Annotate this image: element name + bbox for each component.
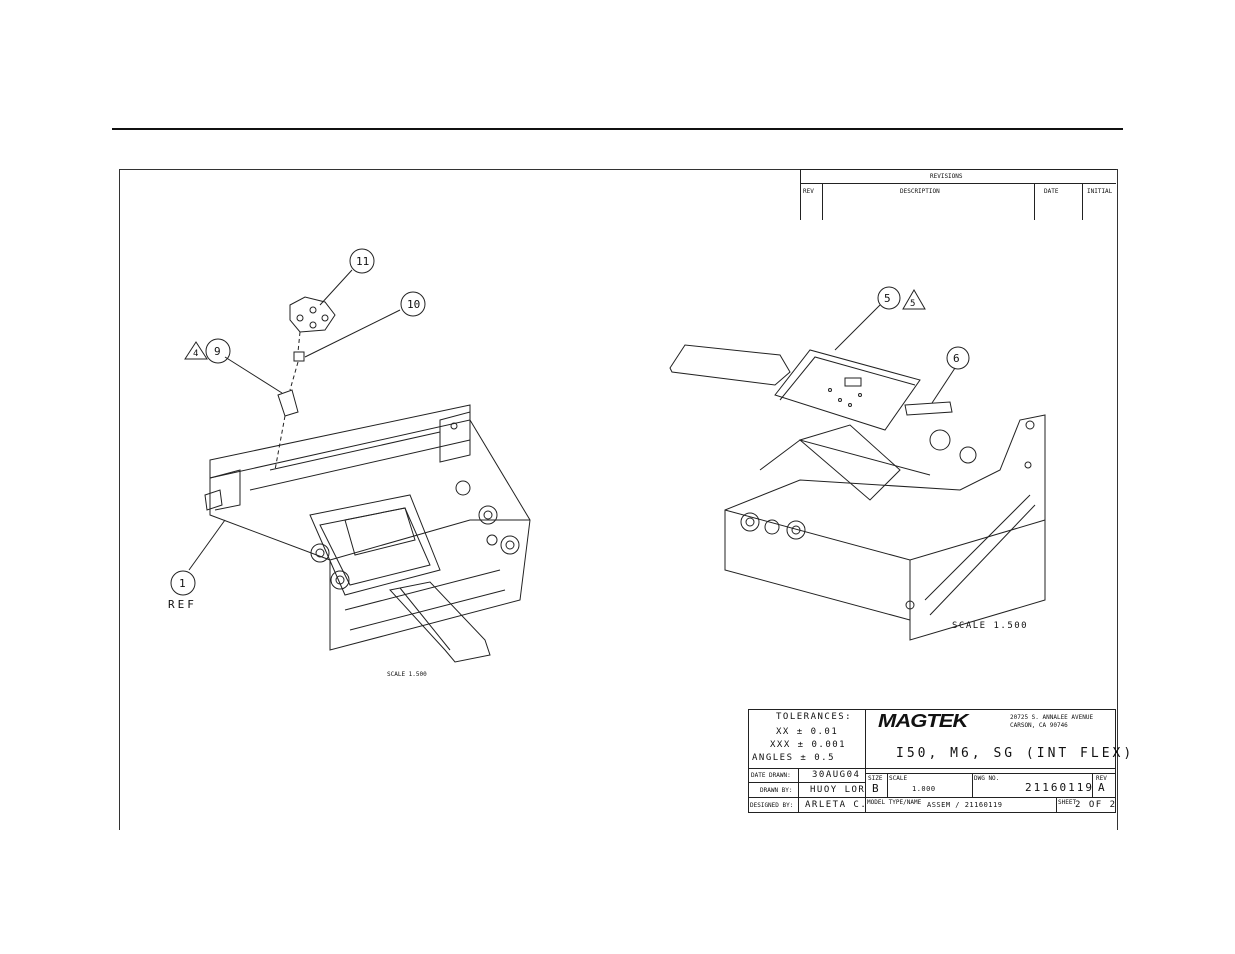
model-label: MODEL TYPE/NAME (867, 799, 922, 806)
tolerance-xx: XX ± 0.01 (776, 727, 839, 737)
balloon-1 (170, 570, 196, 596)
revisions-col-rev: REV (803, 188, 814, 195)
drawing-sheet (119, 169, 1118, 830)
tolerances-title: TOLERANCES: (776, 712, 853, 722)
flag-5: 5 (910, 299, 915, 309)
sheet-value: 2 OF 2 (1075, 800, 1117, 810)
callout-9: 9 (214, 345, 221, 358)
balloon-11 (349, 248, 375, 274)
right-head-assembly (774, 349, 921, 431)
flag-4: 4 (193, 349, 198, 359)
designed-by-label: DESIGNED BY: (750, 802, 794, 809)
left-part-10 (293, 351, 305, 362)
date-drawn: 30AUG04 (812, 770, 861, 780)
drawn-by: HUOY LOR (810, 785, 866, 795)
drawn-by-label: DRAWN BY: (760, 787, 793, 794)
rev-label: REV (1096, 775, 1107, 782)
callout-1: 1 (179, 577, 186, 590)
revisions-col-date: DATE (1044, 188, 1059, 195)
model-value: ASSEM / 21160119 (927, 801, 1003, 809)
callout-11: 11 (356, 255, 369, 268)
revisions-col-initial: INITIAL (1087, 188, 1113, 195)
callout-10: 10 (407, 298, 420, 311)
page-header-rule (112, 128, 1123, 130)
balloon-5 (877, 286, 901, 310)
callout-6: 6 (953, 352, 960, 365)
callout-5: 5 (884, 292, 891, 305)
flag-triangle-4 (184, 341, 208, 360)
left-part-11 (289, 296, 336, 333)
left-flex-cable (389, 581, 491, 663)
rev-value: A (1098, 781, 1107, 794)
address-line-1: 20725 S. ANNALEE AVENUE (1010, 714, 1094, 721)
balloon-9 (205, 338, 231, 364)
right-flex-cable (669, 344, 791, 386)
scale-label: SCALE (889, 775, 908, 782)
callout-1-ref: REF (168, 598, 197, 611)
left-view-scale: SCALE 1.500 (387, 671, 427, 678)
company-logo: MAGTEK (878, 709, 968, 732)
size-value: B (872, 782, 881, 795)
drawing-title: I50, M6, SG (INT FLEX) (896, 746, 1135, 761)
date-drawn-label: DATE DRAWN: (751, 772, 791, 779)
left-card-carrier (309, 494, 441, 596)
right-view-scale: SCALE 1.500 (952, 621, 1029, 631)
designed-by: ARLETA C. (805, 800, 868, 810)
address-line-2: CARSON, CA 90746 (1010, 722, 1068, 729)
revisions-col-description: DESCRIPTION (900, 188, 940, 195)
dwg-no-value: 21160119 (1025, 781, 1094, 794)
size-label: SIZE (868, 775, 883, 782)
tolerance-angles: ANGLES ± 0.5 (752, 753, 836, 763)
left-part-9 (277, 389, 299, 417)
scale-value: 1.000 (912, 785, 936, 793)
revisions-title: REVISIONS (930, 173, 963, 180)
tolerance-xxx: XXX ± 0.001 (770, 740, 847, 750)
balloon-10 (400, 291, 426, 317)
sheet-label: SHEET (1058, 799, 1077, 806)
right-part-6 (904, 401, 953, 416)
right-frame-body (724, 414, 1046, 641)
flag-triangle-5 (902, 289, 926, 310)
dwg-no-label: DWG NO. (974, 775, 1000, 782)
balloon-6 (946, 346, 970, 370)
